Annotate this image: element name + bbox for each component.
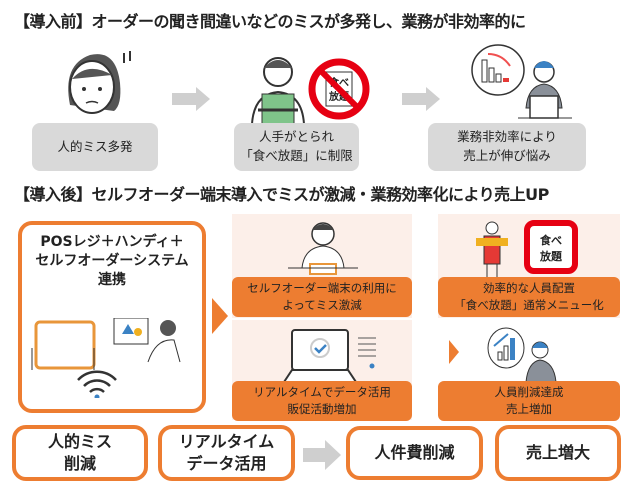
arrow-shaft — [303, 448, 325, 462]
laptop-check-illustration — [282, 329, 376, 383]
result-labor-cost-reduction: 人件費削減 — [346, 426, 483, 480]
label-self-order: セルフオーダー端末の利用によってミス激減 — [232, 277, 412, 317]
result-human-error-reduction: 人的ミス削減 — [12, 425, 148, 481]
arrow-shaft — [172, 93, 196, 105]
before-title: 【導入前】オーダーの聞き間違いなどのミスが多発し、業務が非効率的に — [14, 12, 526, 31]
no-all-you-can-eat-icon: 食べ 放題 — [308, 58, 370, 120]
rising-sales-illustration — [487, 327, 557, 382]
worried-woman-illustration — [68, 51, 131, 114]
system-integration-box: POSレジ＋ハンディ＋セルフオーダーシステム連携 — [18, 221, 206, 413]
result-sales-increase: 売上増大 — [495, 425, 621, 481]
before-box-inefficiency: 業務非効率により売上が伸び悩み — [428, 123, 586, 171]
arrow-right-orange-icon — [212, 298, 228, 334]
tablet-devices-illustration — [31, 318, 181, 398]
arrow-right-icon — [196, 87, 210, 111]
arrow-right-orange-small-icon — [449, 340, 459, 364]
all-you-can-eat-menu-sign: 食べ放題 — [524, 220, 578, 274]
server-staff-illustration — [476, 221, 508, 282]
label-staffing: 効率的な人員配置「食べ放題」通常メニュー化 — [438, 277, 620, 317]
arrow-right-icon — [426, 87, 440, 111]
label-realtime: リアルタイムでデータ活用販促活動増加 — [232, 381, 412, 421]
arrow-shaft — [402, 93, 426, 105]
result-realtime-data: リアルタイムデータ活用 — [158, 425, 295, 481]
after-title: 【導入後】セルフオーダー端末導入でミスが激減・業務効率化により売上UP — [14, 185, 549, 204]
self-order-user-illustration — [288, 222, 358, 275]
arrow-right-icon — [325, 440, 341, 470]
before-box-human-error: 人的ミス多発 — [32, 123, 158, 171]
declining-sales-illustration — [471, 44, 572, 119]
before-box-staff-limit: 人手がとられ「食べ放題」に制限 — [234, 123, 359, 171]
worker-illustration — [250, 57, 306, 125]
label-staff-reduction: 人員削減達成売上増加 — [438, 381, 620, 421]
